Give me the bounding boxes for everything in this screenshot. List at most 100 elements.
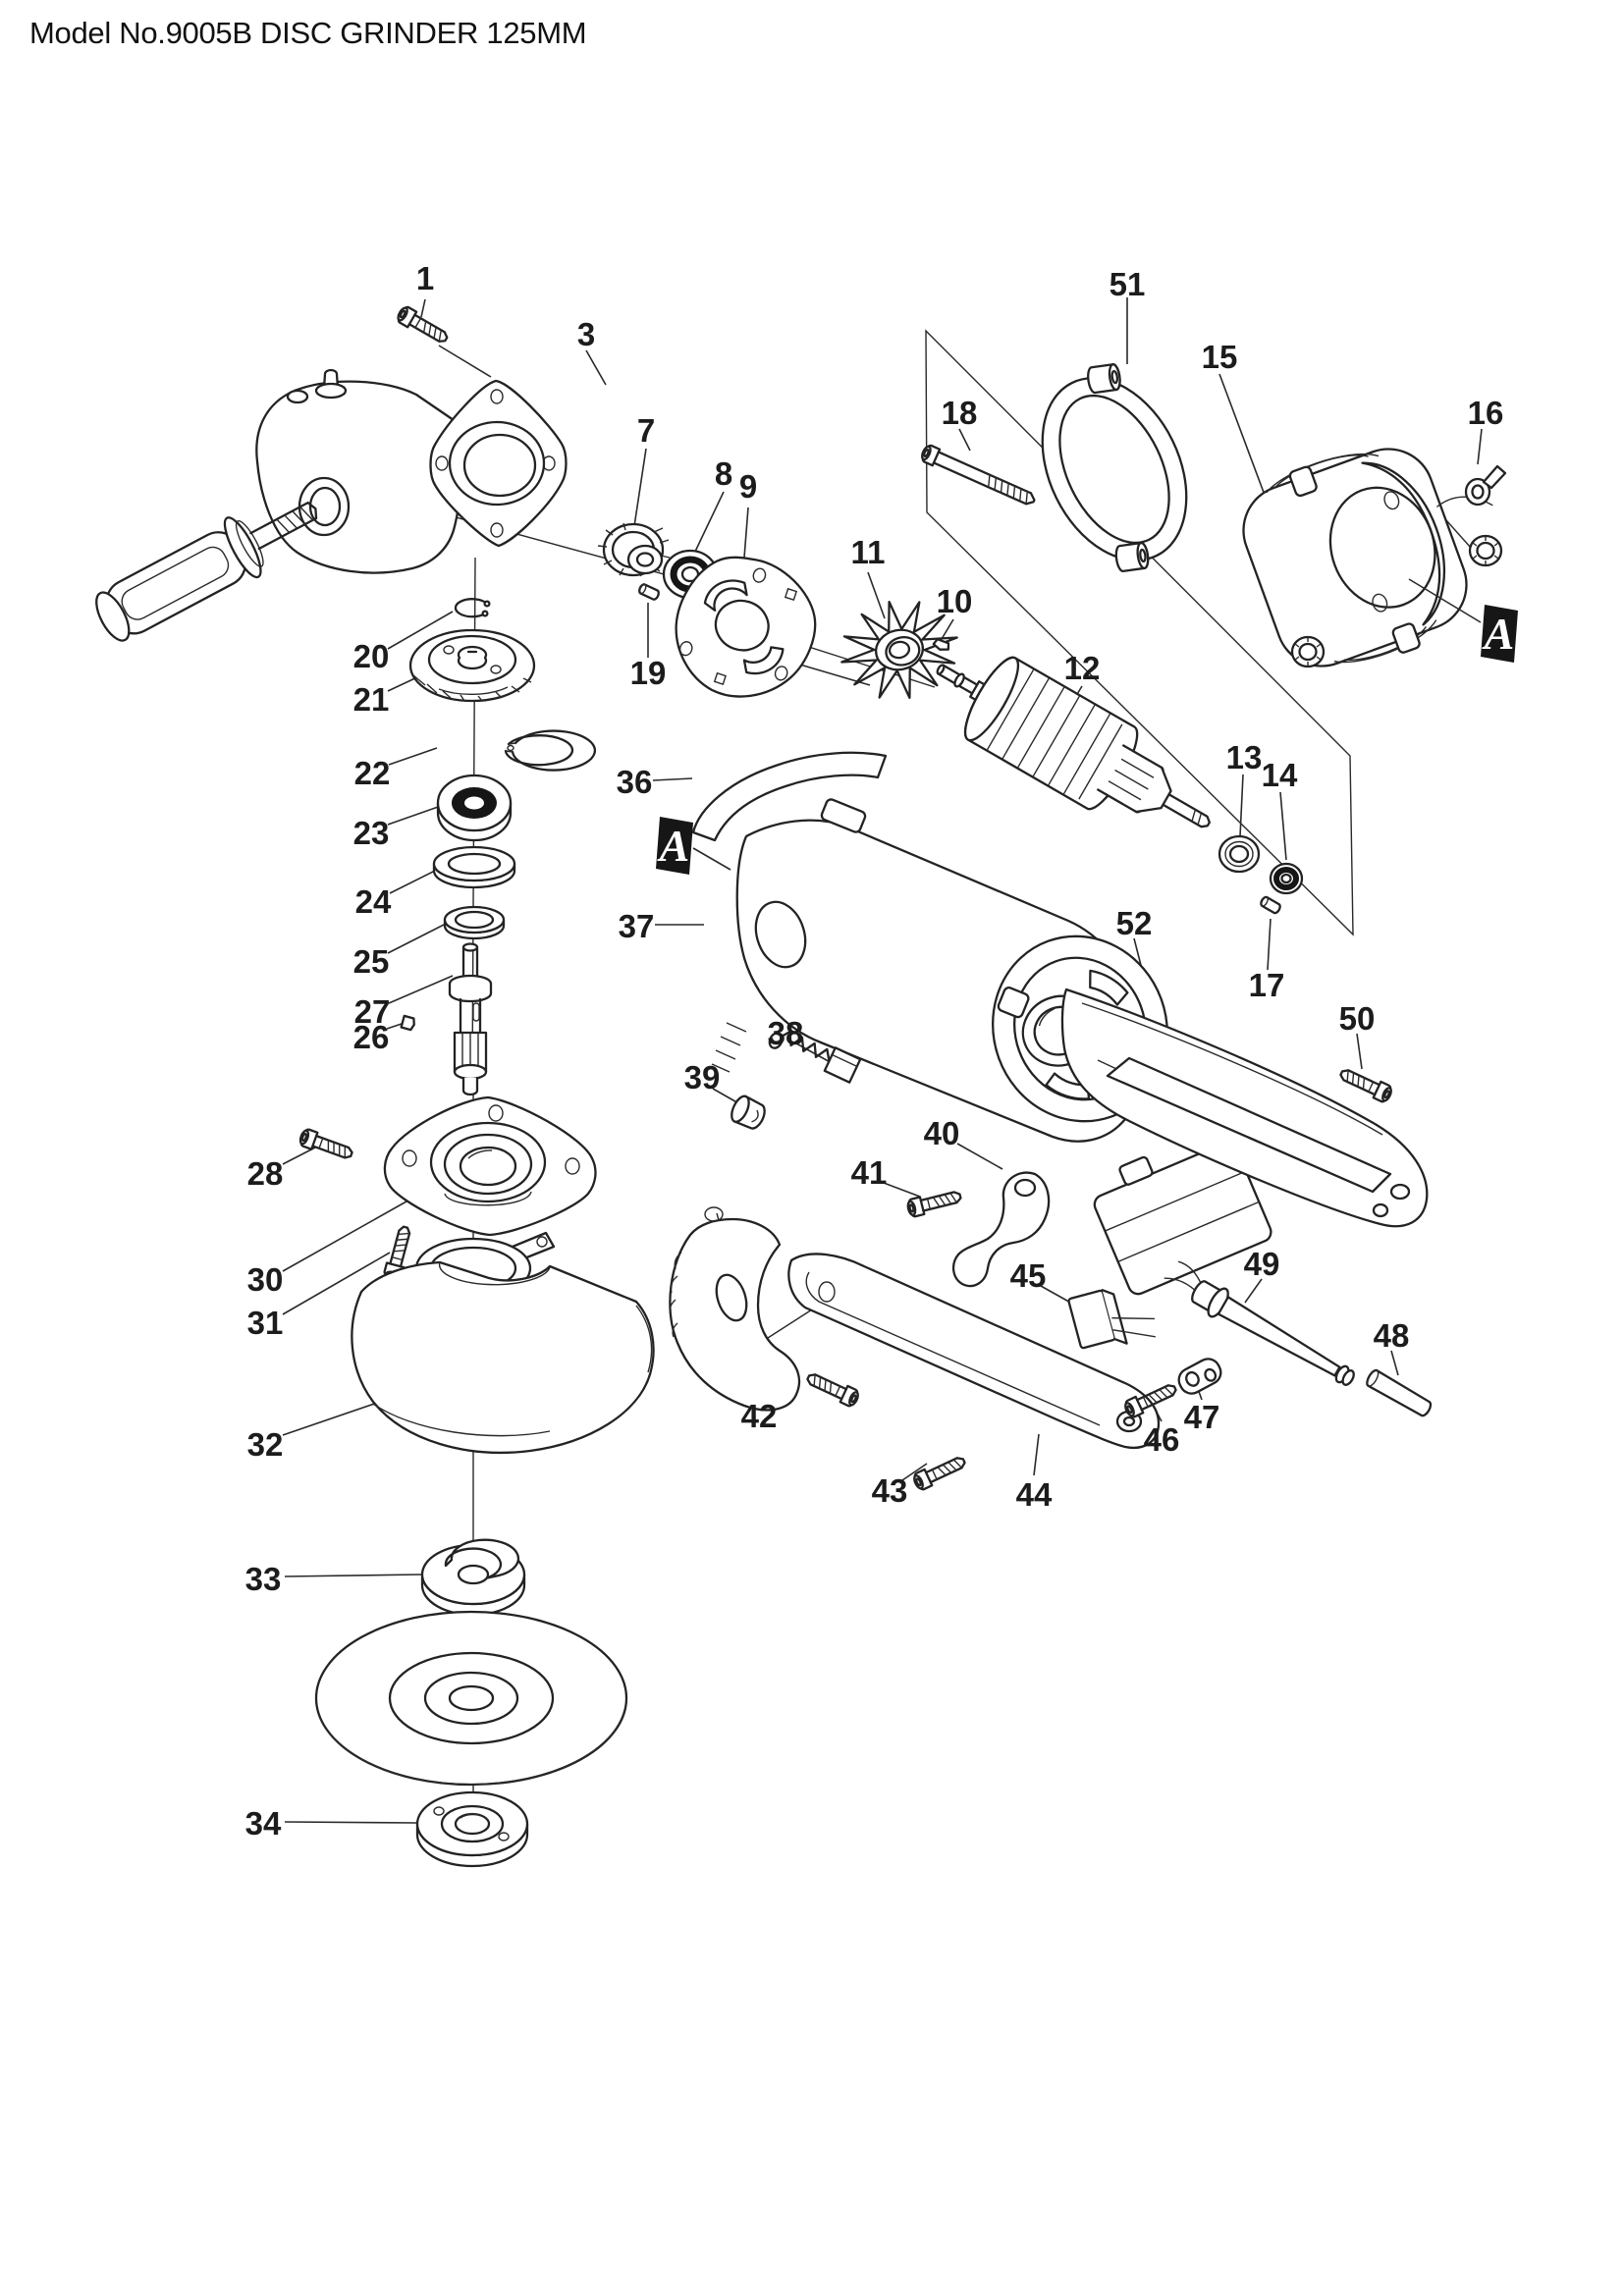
cord-guard-tube-drawing [1366, 1368, 1433, 1417]
part-label-18: 18 [942, 395, 978, 431]
leader-line-16 [1477, 428, 1483, 465]
pinion-gear-drawing [597, 522, 671, 577]
part-label-33: 33 [245, 1561, 282, 1597]
leader-line-10 [941, 618, 954, 640]
leader-line-25 [387, 923, 447, 954]
part-label-1: 1 [416, 260, 434, 296]
part-label-21: 21 [353, 681, 390, 718]
cord-clamp-drawing [1177, 1358, 1222, 1395]
toothed-washer-drawing [1468, 534, 1503, 567]
key-drawing [400, 1014, 415, 1032]
retainer-ring-drawing [1041, 363, 1188, 573]
handle-cover-drawing [1060, 988, 1429, 1228]
grinding-wheel-drawing [314, 1610, 628, 1787]
leader-line-22 [388, 747, 438, 766]
leader-line-1 [438, 345, 492, 378]
switch-block-drawing [1093, 1141, 1272, 1296]
leader-line-32 [282, 1401, 381, 1436]
flange-screw-drawing [297, 1126, 356, 1164]
straight-pin-drawing [636, 582, 662, 602]
lock-nut-drawing [415, 1790, 529, 1868]
leader-line-24 [389, 870, 436, 894]
part-label-24: 24 [355, 883, 392, 920]
part-label-30: 30 [247, 1261, 284, 1298]
part-label-46: 46 [1144, 1421, 1180, 1458]
power-cord-drawing [1164, 1260, 1355, 1386]
part-label-3: 3 [577, 316, 595, 352]
part-label-9: 9 [739, 468, 757, 505]
stopper-pin-drawing [1258, 894, 1283, 916]
part-label-48: 48 [1374, 1317, 1410, 1354]
part-label-10: 10 [937, 583, 973, 619]
leader-line-13 [1239, 774, 1244, 837]
part-label-38: 38 [768, 1015, 804, 1051]
part-label-26: 26 [353, 1019, 390, 1055]
part-label-7: 7 [637, 412, 655, 449]
leader-line-8 [693, 491, 725, 555]
marker-letter: A [657, 821, 690, 871]
part-label-11: 11 [851, 534, 886, 570]
part-label-28: 28 [247, 1155, 284, 1192]
leader-line-30 [282, 1188, 430, 1272]
marker-leader-line [1408, 578, 1482, 623]
part-label-47: 47 [1184, 1399, 1220, 1435]
part-label-52: 52 [1116, 905, 1153, 941]
view-marker-A-2: A [1408, 578, 1518, 663]
long-screw-drawing [918, 442, 1039, 510]
leader-line-18 [958, 428, 971, 452]
small-bearing-drawing [1269, 862, 1304, 895]
wire-clip-drawing [1464, 464, 1507, 507]
leader-line-1 [420, 298, 426, 318]
side-handle-drawing [95, 501, 318, 642]
leader-line-48 [1390, 1350, 1399, 1376]
circlip-drawing [454, 598, 491, 618]
housing-screw-drawing [803, 1367, 862, 1410]
flat-washer-drawing [432, 845, 516, 889]
view-markers-layer: AA [656, 578, 1518, 875]
spindle-drawing [448, 942, 493, 1096]
page-title: Model No.9005B DISC GRINDER 125MM [29, 16, 587, 50]
part-label-25: 25 [353, 943, 390, 980]
wheel-guard-drawing [351, 1260, 655, 1454]
handle-lower-half-drawing [787, 1253, 1161, 1450]
felt-ring-drawing [443, 905, 506, 940]
part-label-31: 31 [247, 1305, 284, 1341]
part-label-12: 12 [1064, 650, 1101, 686]
handle-grip-front-drawing [669, 1206, 801, 1412]
leader-line-33 [284, 1574, 422, 1577]
part-label-36: 36 [617, 764, 653, 800]
fan-drawing [840, 600, 958, 700]
retaining-ring-drawing [504, 729, 597, 772]
part-label-32: 32 [247, 1426, 284, 1463]
carbon-brush-drawing [768, 1030, 862, 1084]
part-label-23: 23 [353, 815, 390, 851]
part-label-43: 43 [872, 1472, 908, 1509]
view-marker-A-1: A [656, 817, 731, 875]
woodruff-key-drawing [932, 638, 950, 651]
leader-line-36 [652, 777, 693, 781]
part-label-15: 15 [1202, 339, 1238, 375]
armature-drawing [936, 656, 1211, 828]
leader-line-31 [282, 1252, 391, 1315]
leader-line-14 [1279, 791, 1287, 861]
lock-lever-drawing [951, 1171, 1051, 1288]
part-label-49: 49 [1244, 1246, 1280, 1282]
leader-line-27 [388, 975, 454, 1004]
leader-line-49 [1244, 1278, 1263, 1304]
part-label-39: 39 [684, 1059, 721, 1095]
part-label-34: 34 [245, 1805, 282, 1842]
baffle-plate-drawing [691, 751, 888, 842]
leader-line-3 [585, 349, 607, 386]
bearing-box-flange-drawing [383, 1095, 597, 1237]
leader-line-44 [1033, 1433, 1040, 1476]
part-label-50: 50 [1339, 1000, 1376, 1037]
leader-line-7 [633, 448, 647, 527]
lever-screw-drawing [904, 1186, 964, 1219]
part-label-16: 16 [1468, 395, 1504, 431]
part-label-13: 13 [1226, 739, 1263, 775]
marker-leader-line [692, 847, 731, 871]
part-label-42: 42 [741, 1398, 778, 1434]
marker-letter: A [1482, 609, 1515, 659]
